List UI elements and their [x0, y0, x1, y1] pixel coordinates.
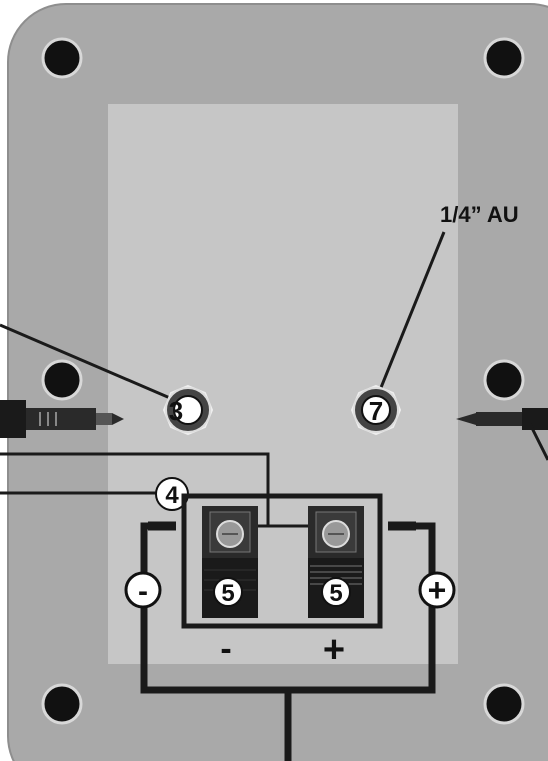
mounting-hole-icon	[483, 683, 525, 725]
terminal-minus-label: -	[220, 630, 231, 668]
quarter-inch-plug-icon	[456, 408, 548, 461]
callout-line-jack-3	[0, 323, 171, 400]
terminal-plus-label: +	[323, 629, 345, 671]
wire-upper	[0, 452, 270, 526]
wire-minus-badge	[124, 571, 162, 609]
terminal-right-badge	[321, 577, 351, 607]
wire-minus-symbol: -	[138, 575, 148, 608]
mounting-hole-icon	[41, 359, 83, 401]
terminal-frame	[181, 493, 383, 629]
binding-post-number: 4	[165, 482, 179, 509]
mounting-hole-icon	[483, 37, 525, 79]
mounting-hole-icon	[483, 359, 525, 401]
jack-socket-icon	[350, 384, 402, 436]
terminal-right-number: 5	[329, 580, 342, 607]
jack-right-number: 7	[369, 396, 383, 426]
terminal-left-badge	[213, 577, 243, 607]
jack-socket-icon	[162, 384, 214, 436]
mounting-hole-icon	[41, 37, 83, 79]
mounting-holes	[41, 37, 525, 725]
recess-area	[108, 104, 458, 664]
wire-plus-symbol: +	[428, 572, 447, 608]
wire-plus-badge	[418, 571, 456, 609]
jack-left-number: 3	[169, 396, 183, 426]
quarter-inch-plug-icon	[0, 400, 124, 438]
callout-line-aux	[378, 231, 446, 391]
mounting-hole-icon	[41, 683, 83, 725]
terminal-left	[202, 506, 258, 618]
callout-aux-label: 1/4” AU	[440, 202, 519, 227]
terminal-right	[308, 506, 364, 618]
terminal-left-number: 5	[221, 580, 234, 607]
